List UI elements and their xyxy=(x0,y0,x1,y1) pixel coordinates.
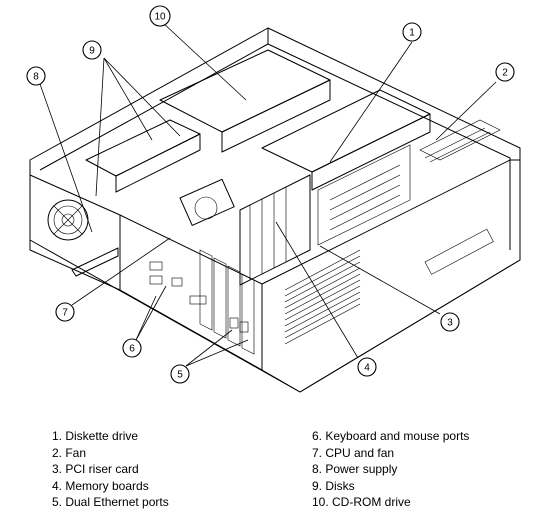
svg-text:8: 8 xyxy=(33,72,39,83)
legend-item-dual-ethernet-ports: 5. Dual Ethernet ports xyxy=(52,495,169,510)
callout-1: 1 xyxy=(402,22,422,42)
chassis-illustration xyxy=(29,27,521,393)
svg-text:1: 1 xyxy=(409,28,415,39)
svg-text:2: 2 xyxy=(502,68,508,79)
callout-9: 9 xyxy=(82,40,102,60)
legend-item-disks: 9. Disks xyxy=(312,478,355,493)
callout-leaders xyxy=(39,21,497,367)
callout-7: 7 xyxy=(55,302,75,322)
callout-2: 2 xyxy=(495,62,515,82)
svg-text:6: 6 xyxy=(129,344,135,355)
callout-5: 5 xyxy=(170,364,190,384)
legend-item-pci-riser-card: 3. PCI riser card xyxy=(52,462,139,477)
callout-10: 10 xyxy=(149,5,171,27)
legend-item-memory-boards: 4. Memory boards xyxy=(52,478,149,493)
svg-text:5: 5 xyxy=(177,370,183,381)
legend-item-cpu-and-fan: 7. CPU and fan xyxy=(312,445,395,460)
callout-6: 6 xyxy=(122,338,142,358)
svg-text:10: 10 xyxy=(154,12,166,23)
callout-8: 8 xyxy=(26,66,46,86)
svg-text:9: 9 xyxy=(89,46,95,57)
legend-item-cd-rom-drive: 10. CD-ROM drive xyxy=(312,495,411,510)
svg-text:7: 7 xyxy=(62,308,68,319)
legend-item-fan: 2. Fan xyxy=(52,445,87,460)
svg-text:4: 4 xyxy=(364,363,370,374)
server-chassis-diagram: 1 2 3 4 5 6 7 8 9 10 xyxy=(26,5,521,393)
legend-item-keyboard-mouse-ports: 6. Keyboard and mouse ports xyxy=(312,429,470,443)
legend-right-column: 6. Keyboard and mouse ports 7. CPU and f… xyxy=(312,428,469,511)
legend-item-power-supply: 8. Power supply xyxy=(312,462,398,477)
legend-item-diskette-drive: 1. Diskette drive xyxy=(52,429,139,443)
legend-left-column: 1. Diskette drive 2. Fan 3. PCI riser ca… xyxy=(52,428,169,511)
svg-text:3: 3 xyxy=(447,318,453,329)
callout-4: 4 xyxy=(357,357,377,377)
callout-3: 3 xyxy=(440,312,460,332)
